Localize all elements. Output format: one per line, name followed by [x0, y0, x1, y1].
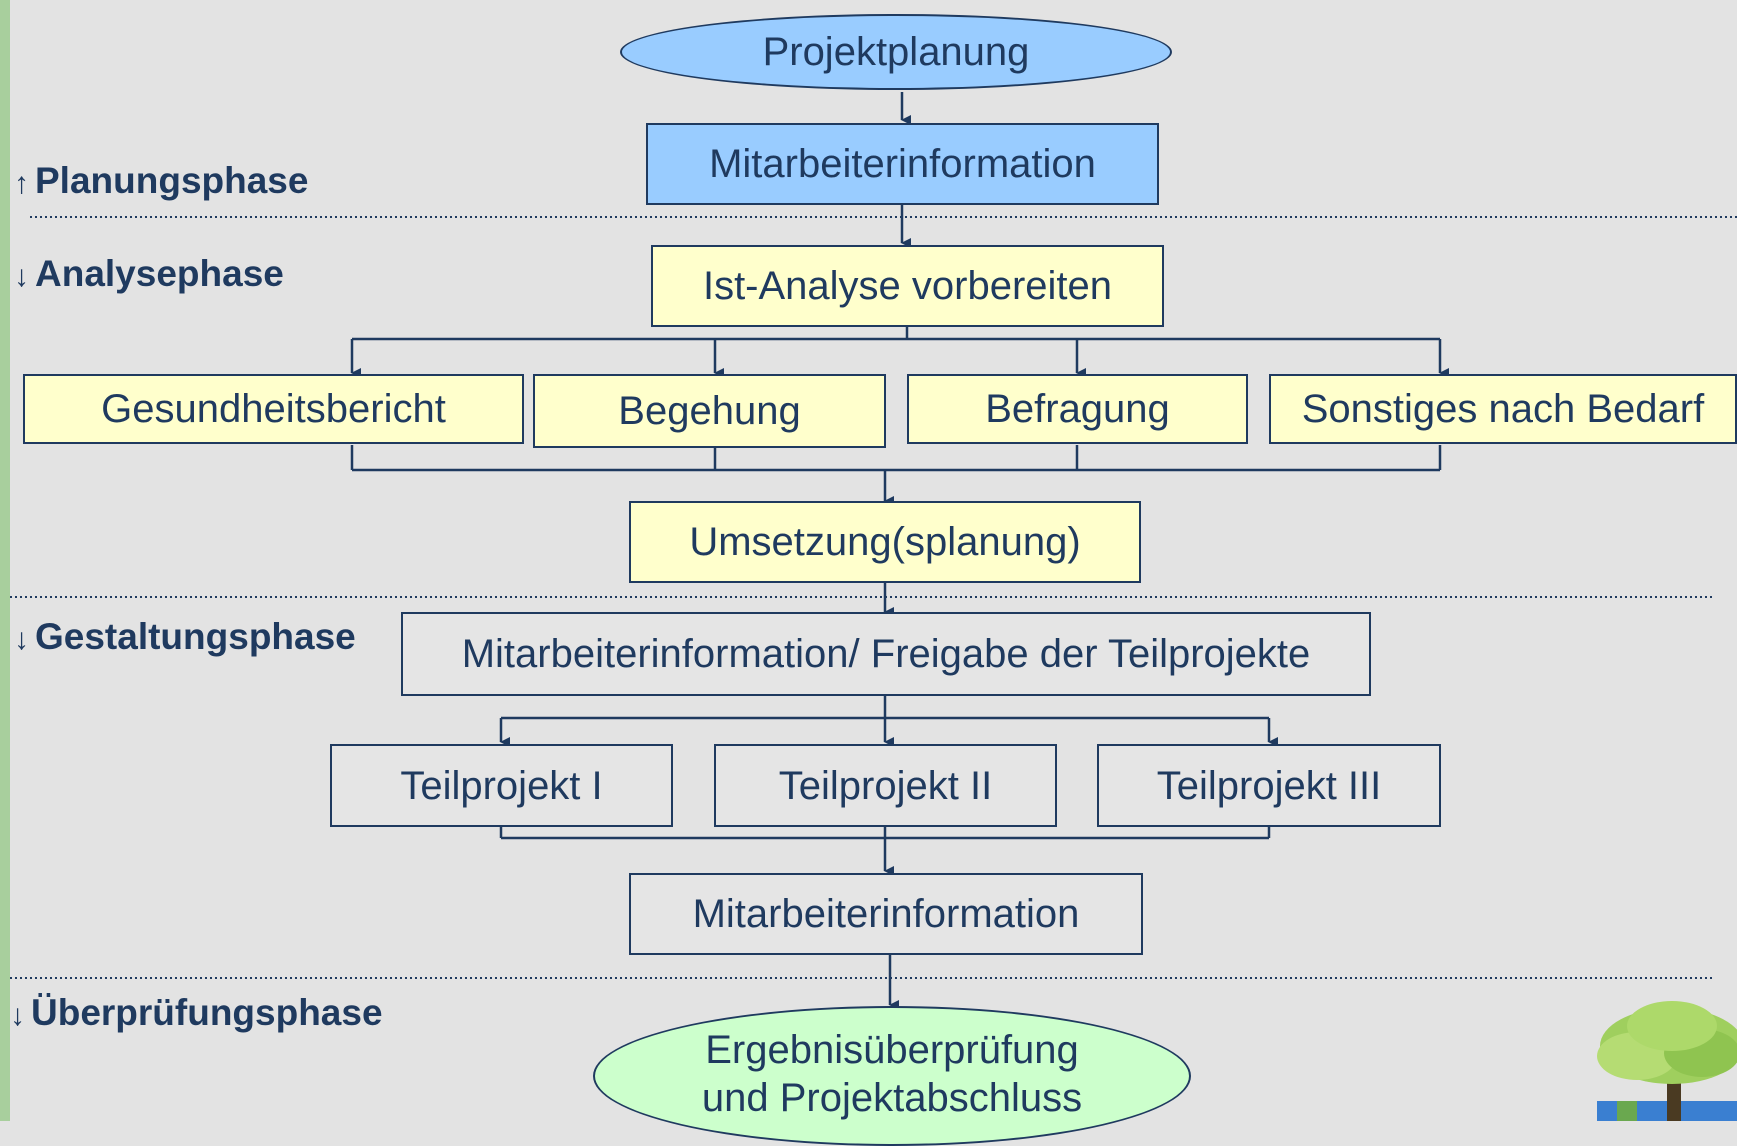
tree-icon	[1597, 1001, 1737, 1121]
node-befragung: Befragung	[907, 374, 1248, 444]
node-label-line1: Ergebnisüberprüfung	[705, 1028, 1079, 1072]
phase-label: Gestaltungsphase	[35, 616, 356, 657]
phase-analyse: ↓Analysephase	[14, 253, 284, 295]
phase-separators	[10, 216, 1737, 979]
down-arrow-icon: ↓	[14, 260, 29, 293]
phase-planung: ↑Planungsphase	[14, 160, 308, 202]
down-arrow-icon: ↓	[10, 999, 25, 1032]
node-gesundheitsbericht: Gesundheitsbericht	[23, 374, 524, 444]
node-label: Teilprojekt III	[1156, 763, 1382, 808]
node-sonstiges: Sonstiges nach Bedarf	[1269, 374, 1737, 444]
node-label: Mitarbeiterinformation	[709, 142, 1096, 186]
node-teilprojekt-2: Teilprojekt II	[714, 744, 1057, 827]
end-node-ergebnis: Ergebnisüberprüfung und Projektabschluss	[593, 1006, 1191, 1146]
node-label: Umsetzung(splanung)	[689, 520, 1081, 564]
phase-label: Überprüfungsphase	[31, 992, 383, 1033]
node-teilprojekt-1: Teilprojekt I	[330, 744, 673, 827]
node-label: Mitarbeiterinformation	[692, 892, 1080, 936]
node-label: Sonstiges nach Bedarf	[1301, 387, 1705, 431]
node-label: Projektplanung	[762, 30, 1030, 74]
phase-ueberpruefung: ↓Überprüfungsphase	[10, 992, 383, 1034]
node-label: Begehung	[618, 389, 801, 433]
start-node-projektplanung: Projektplanung	[620, 14, 1172, 90]
node-label: Gesundheitsbericht	[101, 387, 446, 431]
node-umsetzung: Umsetzung(splanung)	[629, 501, 1141, 583]
node-label: Befragung	[985, 387, 1170, 431]
phase-gestaltung: ↓Gestaltungsphase	[14, 616, 356, 658]
node-label: Ist-Analyse vorbereiten	[702, 264, 1113, 308]
node-ist-analyse: Ist-Analyse vorbereiten	[651, 245, 1164, 327]
node-teilprojekt-3: Teilprojekt III	[1097, 744, 1441, 827]
node-begehung: Begehung	[533, 374, 886, 448]
node-mitarbeiterinformation-1: Mitarbeiterinformation	[646, 123, 1159, 205]
phase-label: Planungsphase	[35, 160, 309, 201]
phase-label: Analysephase	[35, 253, 284, 294]
down-arrow-icon: ↓	[14, 623, 29, 656]
node-label: Teilprojekt I	[400, 763, 603, 808]
node-freigabe: Mitarbeiterinformation/ Freigabe der Tei…	[401, 612, 1371, 696]
node-mitarbeiterinformation-2: Mitarbeiterinformation	[629, 873, 1143, 955]
up-arrow-icon: ↑	[14, 167, 29, 200]
node-label-line2: und Projektabschluss	[701, 1076, 1083, 1120]
connector-lines	[10, 92, 1737, 1010]
left-accent-bar	[0, 0, 10, 1121]
node-label: Teilprojekt II	[778, 763, 993, 808]
node-label: Mitarbeiterinformation/ Freigabe der Tei…	[461, 632, 1311, 676]
